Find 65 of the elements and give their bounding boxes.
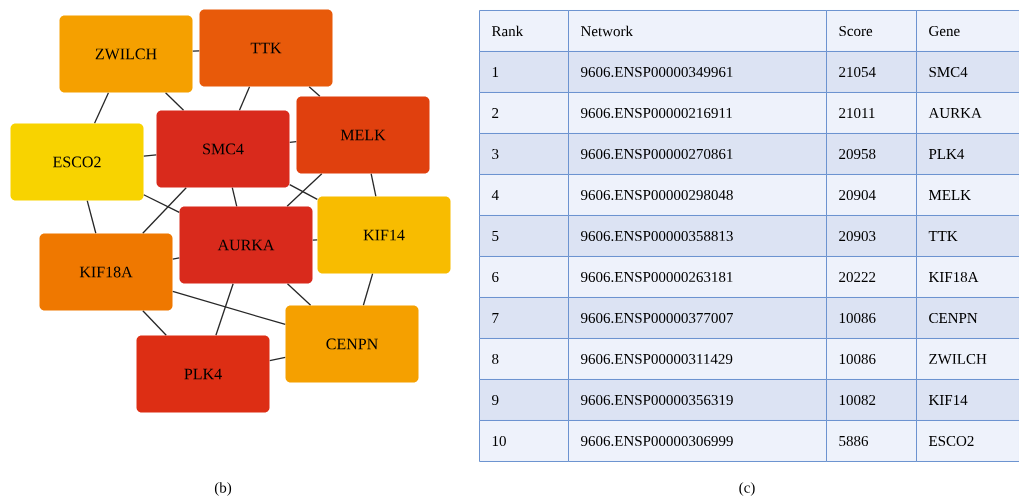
edge-line (231, 187, 238, 207)
gene-box: AURKA (179, 206, 313, 284)
table-cell: SMC4 (916, 51, 1019, 93)
table-cell: Gene (916, 10, 1019, 52)
panel-label: (c) (739, 482, 755, 496)
table-cell: 20904 (826, 174, 917, 216)
gene-box: MELK (296, 96, 430, 174)
table-cell: TTK (916, 215, 1019, 257)
table-cell: 2 (479, 92, 569, 134)
gene-box: PLK4 (136, 335, 270, 413)
table-cell: 10086 (826, 338, 917, 380)
table-cell: 5886 (826, 420, 917, 462)
edge-line (142, 187, 187, 234)
edge-line (238, 86, 251, 111)
edge-line (93, 92, 110, 124)
table-cell: 20222 (826, 256, 917, 298)
table-cell: MELK (916, 174, 1019, 216)
table-cell: 9 (479, 379, 569, 421)
edge-line (143, 154, 157, 157)
table-cell: 1 (479, 51, 569, 93)
table-cell: Score (826, 10, 917, 52)
edge-line (362, 273, 374, 306)
table-cell: CENPN (916, 297, 1019, 339)
table-cell: 4 (479, 174, 569, 216)
edge-line (370, 173, 377, 197)
table-cell: 21011 (826, 92, 917, 134)
edge-line (142, 310, 167, 336)
edge-line (172, 290, 286, 326)
gene-box: SMC4 (156, 110, 290, 188)
edge-line (289, 183, 318, 200)
gene-box: KIF18A (39, 233, 173, 311)
table-cell: 10082 (826, 379, 917, 421)
table-cell: Rank (479, 10, 569, 52)
edge-line (215, 283, 234, 336)
gene-box: CENPN (285, 305, 419, 383)
table-cell: 21054 (826, 51, 917, 93)
gene-box: ZWILCH (59, 15, 193, 93)
table-cell: 3 (479, 133, 569, 175)
table-cell: ZWILCH (916, 338, 1019, 380)
edge-line (308, 86, 321, 97)
edge-line (286, 173, 323, 207)
table-cell: PLK4 (916, 133, 1019, 175)
table-cell: AURKA (916, 92, 1019, 134)
gene-box: ESCO2 (10, 123, 144, 201)
table-cell: 7 (479, 297, 569, 339)
table-cell: KIF14 (916, 379, 1019, 421)
edge-line (312, 239, 318, 241)
table-cell: 20903 (826, 215, 917, 257)
table-cell: KIF18A (916, 256, 1019, 298)
table-cell: 20958 (826, 133, 917, 175)
table-cell: 5 (479, 215, 569, 257)
table-cell: 6 (479, 256, 569, 298)
gene-box: TTK (199, 9, 333, 87)
edge-line (143, 194, 180, 213)
edge-line (164, 92, 185, 111)
edge-line (289, 141, 297, 143)
edge-line (192, 50, 200, 52)
edge-line (286, 283, 312, 306)
gene-box: KIF14 (317, 196, 451, 274)
table-cell: ESCO2 (916, 420, 1019, 462)
table-cell: 10 (479, 420, 569, 462)
edge-line (86, 200, 97, 234)
panel-label: (b) (214, 482, 232, 496)
table-cell: 10086 (826, 297, 917, 339)
table-cell: 8 (479, 338, 569, 380)
